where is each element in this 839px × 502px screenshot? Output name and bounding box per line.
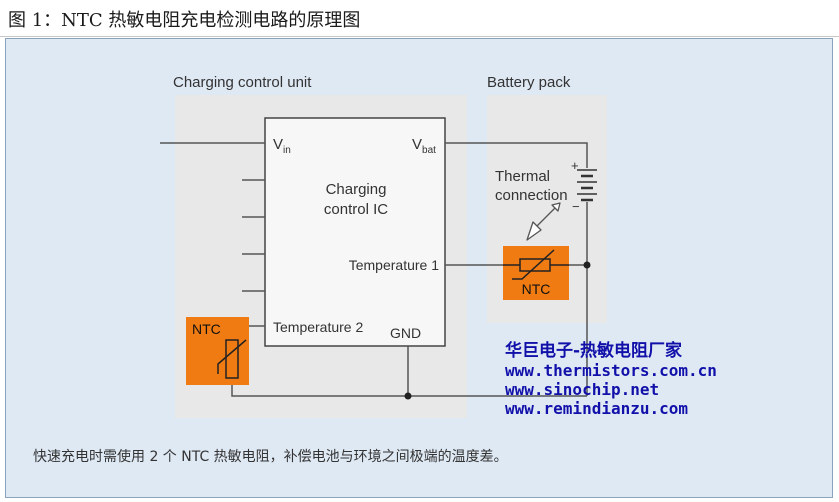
vbat-main: V: [412, 136, 422, 153]
figure-caption: 快速充电时需使用 2 个 NTC 热敏电阻，补偿电池与环境之间极端的温度差。: [33, 449, 508, 465]
watermark-company: 华巨电子-热敏电阻厂家: [505, 340, 682, 361]
thermal-label-line1: Thermal: [495, 168, 550, 185]
battery-icon: [577, 169, 597, 202]
vbat-wire: [445, 142, 588, 168]
title-bar: 图 1：NTC 热敏电阻充电检测电路的原理图: [0, 0, 839, 37]
battery-pack-label: Battery pack: [487, 74, 571, 91]
ntc1-label: NTC: [522, 281, 551, 297]
watermark-url3[interactable]: www.remindianzu.com: [505, 399, 688, 418]
watermark-url1[interactable]: www.thermistors.com.cn: [505, 361, 717, 380]
ntc2-label: NTC: [192, 321, 221, 337]
ic-label-line2: control IC: [324, 201, 388, 218]
junction-gnd: [404, 392, 412, 400]
vin-label: Vin: [273, 136, 291, 156]
charging-ic-box: [264, 117, 446, 347]
ntc2-thermistor-icon: [217, 339, 247, 379]
temp2-label: Temperature 2: [273, 319, 363, 335]
battery-minus: −: [572, 199, 580, 214]
vbat-sub: bat: [422, 145, 436, 156]
battery-plus: +: [571, 158, 579, 173]
vin-main: V: [273, 136, 283, 153]
temp1-label: Temperature 1: [349, 257, 439, 273]
thermal-arrow-icon: [526, 202, 561, 241]
ntc1-block: [503, 246, 569, 300]
junction-temp1: [583, 261, 591, 269]
vbat-label: Vbat: [412, 136, 436, 156]
ntc1-thermistor-icon: [503, 249, 569, 280]
figure-title: 图 1：NTC 热敏电阻充电检测电路的原理图: [8, 10, 361, 31]
thermal-label-line2: connection: [495, 187, 568, 204]
watermark-url2[interactable]: www.sinochip.net: [505, 380, 659, 399]
gnd-label: GND: [390, 325, 421, 341]
charging-unit-label: Charging control unit: [173, 74, 312, 91]
vin-sub: in: [283, 145, 291, 156]
ic-label-line1: Charging: [326, 181, 387, 198]
